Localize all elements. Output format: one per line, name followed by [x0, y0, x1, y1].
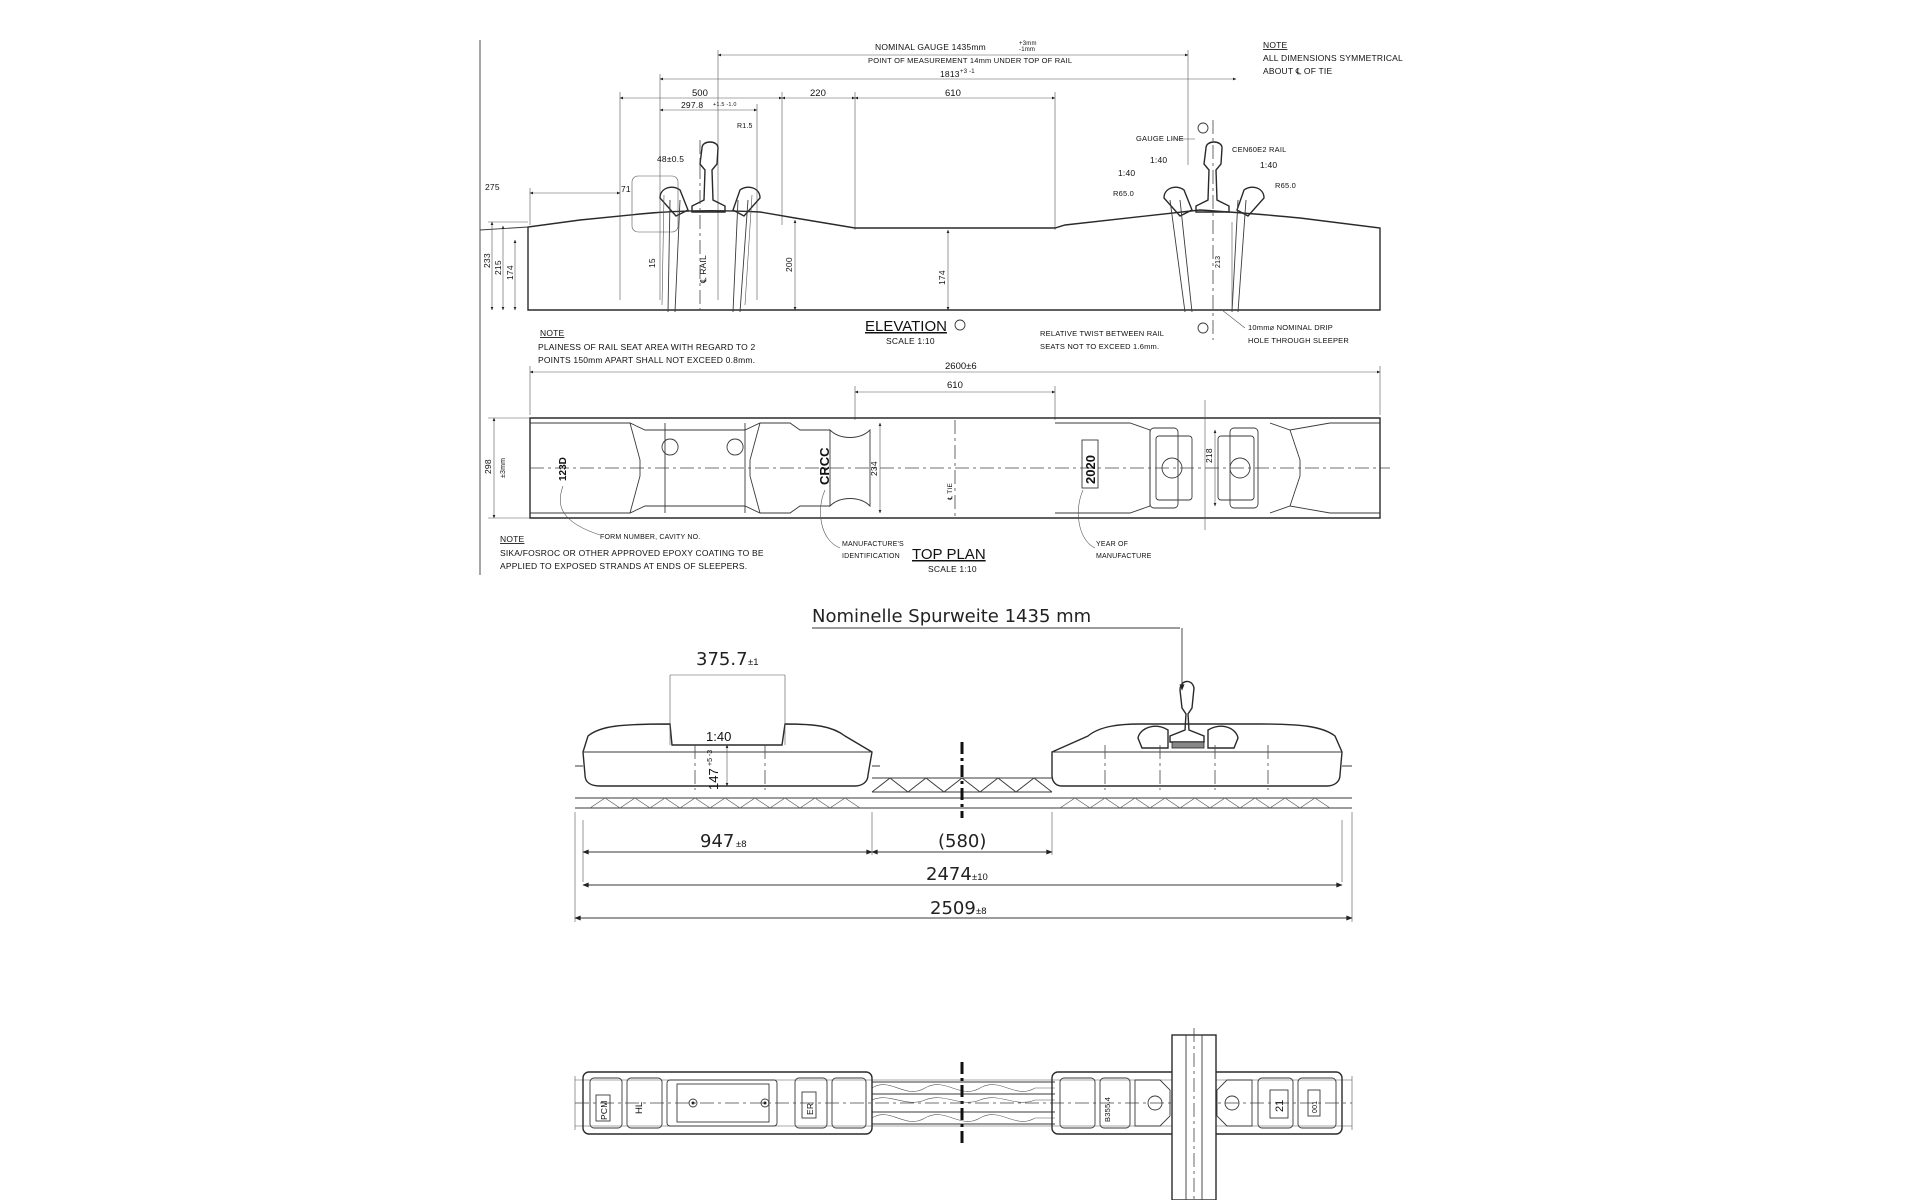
dim-298-tol: ±3mm — [500, 458, 507, 478]
note-right-line2: ABOUT ℄ OF TIE — [1263, 66, 1332, 76]
gauge-tol-bottom: -1mm — [1019, 47, 1035, 53]
dim-2509: 2509 — [930, 898, 976, 919]
mark-21: 21 — [1274, 1100, 1286, 1112]
dim-947-tol: ±8 — [736, 839, 747, 850]
dim-275: 275 — [485, 182, 500, 192]
label-maker-1: MANUFACTURE'S — [842, 541, 904, 548]
dim-375: 375.7 — [696, 649, 748, 670]
dim-234: 234 — [869, 461, 879, 476]
elevation-title: ELEVATION — [865, 318, 947, 335]
dim-174-mid: 174 — [937, 270, 947, 285]
dim-2474: 2474 — [926, 864, 972, 885]
mark-hl: HL — [634, 1102, 645, 1114]
slope-2: 1:40 — [1118, 168, 1135, 178]
dim-297-tol: +1.5 -1.0 — [713, 102, 737, 108]
mark-manufacturer: CRCC — [817, 447, 832, 485]
dim-218: 218 — [1204, 448, 1214, 463]
radius-2: R65.0 — [1275, 181, 1296, 190]
note-plainess-line1: PLAINESS OF RAIL SEAT AREA WITH REGARD T… — [538, 342, 755, 352]
dim-71: 71 — [621, 184, 631, 194]
top-plan-scale: SCALE 1:10 — [928, 564, 977, 574]
dim-2600: 2600±6 — [945, 361, 977, 372]
label-year-2: MANUFACTURE — [1096, 553, 1152, 560]
dim-200: 200 — [784, 257, 794, 272]
dim-2474-tol: ±10 — [972, 872, 988, 883]
dim-220: 220 — [810, 88, 826, 99]
tie-centerline: ℄ TIE — [947, 483, 954, 501]
note-plainess-line2: POINTS 150mm APART SHALL NOT EXCEED 0.8m… — [538, 355, 755, 365]
elevation-view: NOMINAL GAUGE 1435mm +3mm -1mm POINT OF … — [479, 40, 1403, 575]
note-drip-line2: HOLE THROUGH SLEEPER — [1248, 336, 1349, 345]
dim-610-plan: 610 — [947, 380, 963, 391]
rail-cl-left: ℄ RAIL — [698, 255, 708, 284]
note-drip-line1: 10mm⌀ NOMINAL DRIP — [1248, 323, 1333, 332]
mark-year: 2020 — [1083, 455, 1098, 484]
note-right-title: NOTE — [1263, 40, 1288, 50]
elevation-scale: SCALE 1:10 — [886, 336, 935, 346]
dim-298: 298 — [483, 459, 493, 474]
label-maker-2: IDENTIFICATION — [842, 553, 900, 560]
label-form-number: FORM NUMBER, CAVITY NO. — [600, 534, 700, 541]
rail-profile — [1137, 680, 1239, 749]
dim-174-left: 174 — [505, 265, 515, 280]
dim-213: 213 — [1215, 256, 1222, 268]
note-epoxy-line2: APPLIED TO EXPOSED STRANDS AT ENDS OF SL… — [500, 561, 747, 571]
dim-375-tol: ±1 — [748, 657, 759, 668]
radius-1: R65.0 — [1113, 189, 1134, 198]
rail-type-label: CEN60E2 RAIL — [1232, 145, 1287, 154]
note-twist-line2: SEATS NOT TO EXCEED 1.6mm. — [1040, 342, 1159, 351]
nominal-gauge-de: Nominelle Spurweite 1435 mm — [812, 606, 1091, 627]
dim-15: 15 — [647, 258, 657, 268]
dim-147: 147 — [706, 768, 721, 790]
twin-block-elevation: Nominelle Spurweite 1435 mm 375.7 ±1 1:4… — [574, 606, 1353, 922]
dim-1813-tol: +3 -1 — [960, 69, 975, 75]
dim-2509-tol: ±8 — [976, 906, 987, 917]
mark-b355: B355.4 — [1103, 1097, 1112, 1122]
slope-1: 1:40 — [1150, 155, 1167, 165]
label-year-1: YEAR OF — [1096, 541, 1128, 548]
mark-er: ER — [805, 1103, 815, 1115]
dim-947: 947 — [700, 831, 734, 852]
note-plainess-title: NOTE — [540, 328, 565, 338]
dim-580: (580) — [938, 831, 986, 852]
gauge-tol-top: +3mm — [1019, 41, 1037, 47]
dim-1813: 1813 — [940, 69, 960, 79]
dim-147-tol: +5 -3 — [707, 750, 714, 766]
mark-form-number: 123D — [558, 457, 569, 481]
dim-r15: R1.5 — [737, 123, 753, 130]
mark-small: 001 — [1312, 1101, 1319, 1113]
slope-3: 1:40 — [1260, 160, 1277, 170]
top-plan-title: TOP PLAN — [912, 546, 986, 563]
top-plan-view: 2600±6 610 298 ±3mm 234 218 — [483, 361, 1390, 574]
dim-233: 233 — [482, 253, 492, 268]
point-of-measurement-label: POINT OF MEASUREMENT 14mm UNDER TOP OF R… — [868, 56, 1072, 65]
gauge-line-label: GAUGE LINE — [1136, 134, 1184, 143]
dim-215: 215 — [493, 260, 503, 275]
dim-297: 297.8 — [681, 100, 703, 110]
rail-right-section — [1163, 141, 1265, 217]
dim-48: 48±0.5 — [657, 154, 684, 164]
dim-500: 500 — [692, 88, 708, 99]
dim-610: 610 — [945, 88, 961, 99]
note-epoxy-line1: SIKA/FOSROC OR OTHER APPROVED EPOXY COAT… — [500, 548, 764, 558]
mark-pcm: PCM — [599, 1101, 609, 1121]
twin-block-plan: PCM HL ER B355.4 21 001 — [574, 1028, 1353, 1200]
slope-1-40: 1:40 — [706, 729, 731, 744]
note-epoxy-title: NOTE — [500, 534, 525, 544]
note-right-line1: ALL DIMENSIONS SYMMETRICAL — [1263, 53, 1403, 63]
note-twist-line1: RELATIVE TWIST BETWEEN RAIL — [1040, 329, 1164, 338]
nominal-gauge-label: NOMINAL GAUGE 1435mm — [875, 42, 986, 52]
